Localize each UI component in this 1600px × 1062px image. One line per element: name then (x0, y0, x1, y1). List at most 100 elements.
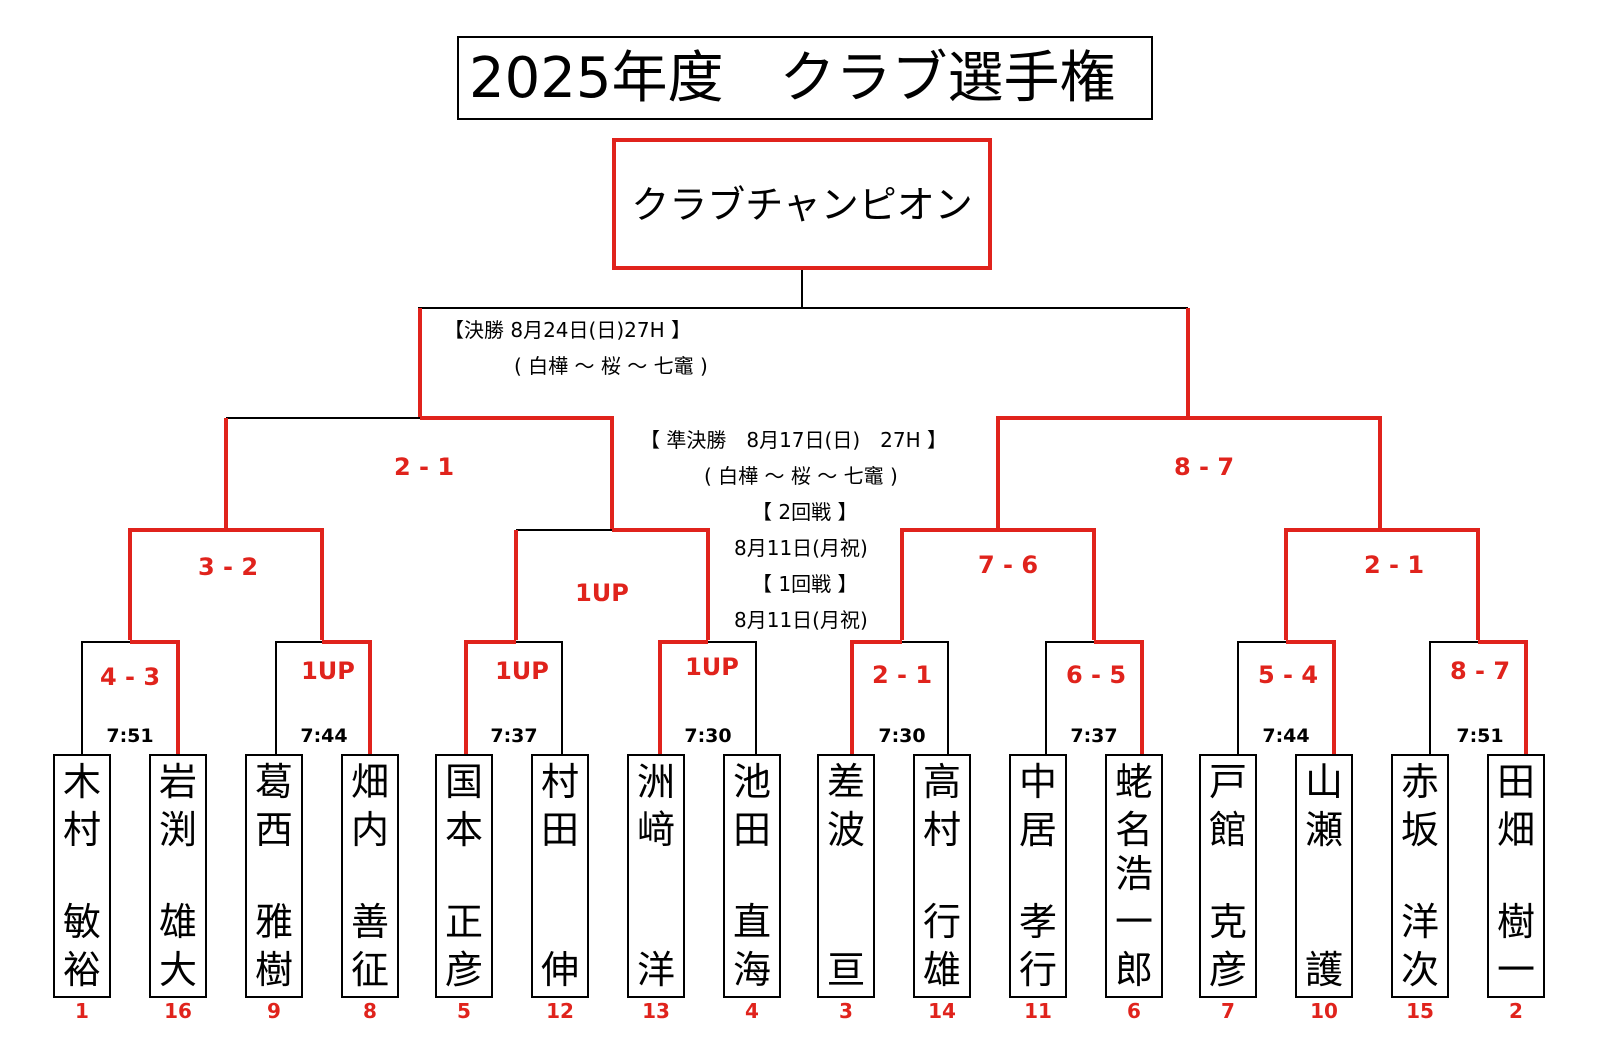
player-given-name: 雄大 (158, 900, 197, 992)
r1-match-2 (275, 640, 372, 754)
title-box: 2025年度 クラブ選手権 (457, 36, 1153, 120)
qf2-winner-right (612, 528, 710, 640)
player-seed: 3 (839, 999, 853, 1023)
page-title: 2025年度 クラブ選手権 (469, 46, 1116, 111)
score-r1-1: 4 - 3 (99, 663, 161, 691)
r1-match-8 (1429, 640, 1528, 754)
player-card: 山瀬護 (1295, 754, 1353, 998)
player-family-name: 村田 (540, 760, 579, 852)
player-seed: 1 (75, 999, 89, 1023)
player-given-name: 亘 (826, 948, 865, 992)
r1-match-1 (81, 640, 180, 754)
score-r1-4: 1UP (685, 653, 739, 681)
semi-left-winner-path (420, 416, 614, 530)
player-given-name: 洋 (636, 948, 675, 992)
qf3-winner (900, 528, 998, 640)
final-info-line2: ( 白樺 ～ 桜 ～ 七竈 ) (514, 354, 708, 378)
player-given-name: 伸 (540, 948, 579, 992)
qf1-bracket (128, 528, 324, 640)
player-seed: 16 (164, 999, 192, 1023)
tee-time-1: 7:51 (106, 725, 154, 747)
score-semi-left: 2 - 1 (393, 453, 455, 481)
player-family-name: 高村 (922, 760, 961, 852)
player-given-name: 護 (1304, 948, 1343, 992)
player-given-name: 正彦 (444, 900, 483, 992)
player-family-name: 赤坂 (1400, 760, 1439, 852)
qf3-loser (998, 528, 1096, 640)
player-family-name: 田畑 (1496, 760, 1535, 852)
score-qf-3: 7 - 6 (977, 551, 1039, 579)
qf4-left (1284, 528, 1380, 640)
qf4-right (1380, 528, 1480, 640)
r1-match-7 (1237, 640, 1336, 754)
player-card: 戸館克彦 (1199, 754, 1257, 998)
r1-match-5 (850, 640, 949, 754)
player-seed: 8 (363, 999, 377, 1023)
score-semi-right: 8 - 7 (1173, 453, 1235, 481)
r1-match-3 (464, 640, 563, 754)
semi-info-line1: 【 準決勝 8月17日(日) 27H 】 (640, 428, 947, 452)
player-card: 蛯名浩一郎 (1105, 754, 1163, 998)
player-card: 赤坂洋次 (1391, 754, 1449, 998)
player-seed: 15 (1406, 999, 1434, 1023)
player-given-name: 樹一 (1496, 900, 1535, 992)
tee-time-2: 7:44 (300, 725, 348, 747)
player-card: 田畑樹一 (1487, 754, 1545, 998)
player-given-name: 直海 (732, 900, 771, 992)
champion-box: クラブチャンピオン (612, 138, 992, 270)
player-seed: 7 (1221, 999, 1235, 1023)
tee-time-3: 7:37 (490, 725, 538, 747)
player-family-name: 山瀬 (1304, 760, 1343, 852)
player-given-name: 孝行 (1018, 900, 1057, 992)
score-qf-4: 2 - 1 (1363, 551, 1425, 579)
player-family-name: 木村 (62, 760, 101, 852)
tee-time-5: 7:30 (878, 725, 926, 747)
semi-right-winner-path (996, 416, 1188, 530)
player-given-name: 雅樹 (254, 900, 293, 992)
player-card: 岩渕雄大 (149, 754, 207, 998)
round2-info-line1: 【 2回戦 】 (752, 500, 858, 524)
player-family-name: 国本 (444, 760, 483, 852)
tee-time-8: 7:51 (1456, 725, 1504, 747)
score-r1-6: 6 - 5 (1065, 661, 1127, 689)
player-seed: 2 (1509, 999, 1523, 1023)
player-seed: 10 (1310, 999, 1338, 1023)
player-family-name: 池田 (732, 760, 771, 852)
player-family-name: 葛西 (254, 760, 293, 852)
player-card: 村田伸 (531, 754, 589, 998)
player-card: 池田直海 (723, 754, 781, 998)
tee-time-6: 7:37 (1070, 725, 1118, 747)
player-seed: 4 (745, 999, 759, 1023)
round1-info-line1: 【 1回戦 】 (752, 572, 858, 596)
tee-time-7: 7:44 (1262, 725, 1310, 747)
round1-info-line2: 8月11日(月祝) (734, 608, 868, 632)
player-family-name: 戸館 (1208, 760, 1247, 852)
player-given-name: 行雄 (922, 900, 961, 992)
player-card: 畑内善征 (341, 754, 399, 998)
player-family-name: 差波 (826, 760, 865, 852)
player-given-name: 克彦 (1208, 900, 1247, 992)
semi-info-line2: ( 白樺 ～ 桜 ～ 七竈 ) (704, 464, 898, 488)
score-r1-8: 8 - 7 (1449, 657, 1511, 685)
player-card: 中居孝行 (1009, 754, 1067, 998)
score-r1-3: 1UP (495, 657, 549, 685)
champion-label: クラブチャンピオン (631, 183, 973, 227)
score-qf-1: 3 - 2 (197, 553, 259, 581)
player-family-name: 畑内 (350, 760, 389, 852)
final-info-line1: 【決勝 8月24日(日)27H 】 (444, 318, 691, 342)
score-r1-5: 2 - 1 (871, 661, 933, 689)
score-qf-2: 1UP (575, 579, 629, 607)
player-seed: 5 (457, 999, 471, 1023)
player-seed: 13 (642, 999, 670, 1023)
player-card: 木村敏裕 (53, 754, 111, 998)
player-card: 差波亘 (817, 754, 875, 998)
player-seed: 6 (1127, 999, 1141, 1023)
r1-match-4 (658, 640, 757, 754)
semi-right-loser (1188, 416, 1382, 530)
player-family-name: 岩渕 (158, 760, 197, 852)
player-given-name: 洋次 (1400, 900, 1439, 992)
player-family-name: 中居 (1018, 760, 1057, 852)
player-given-name: 善征 (350, 900, 389, 992)
